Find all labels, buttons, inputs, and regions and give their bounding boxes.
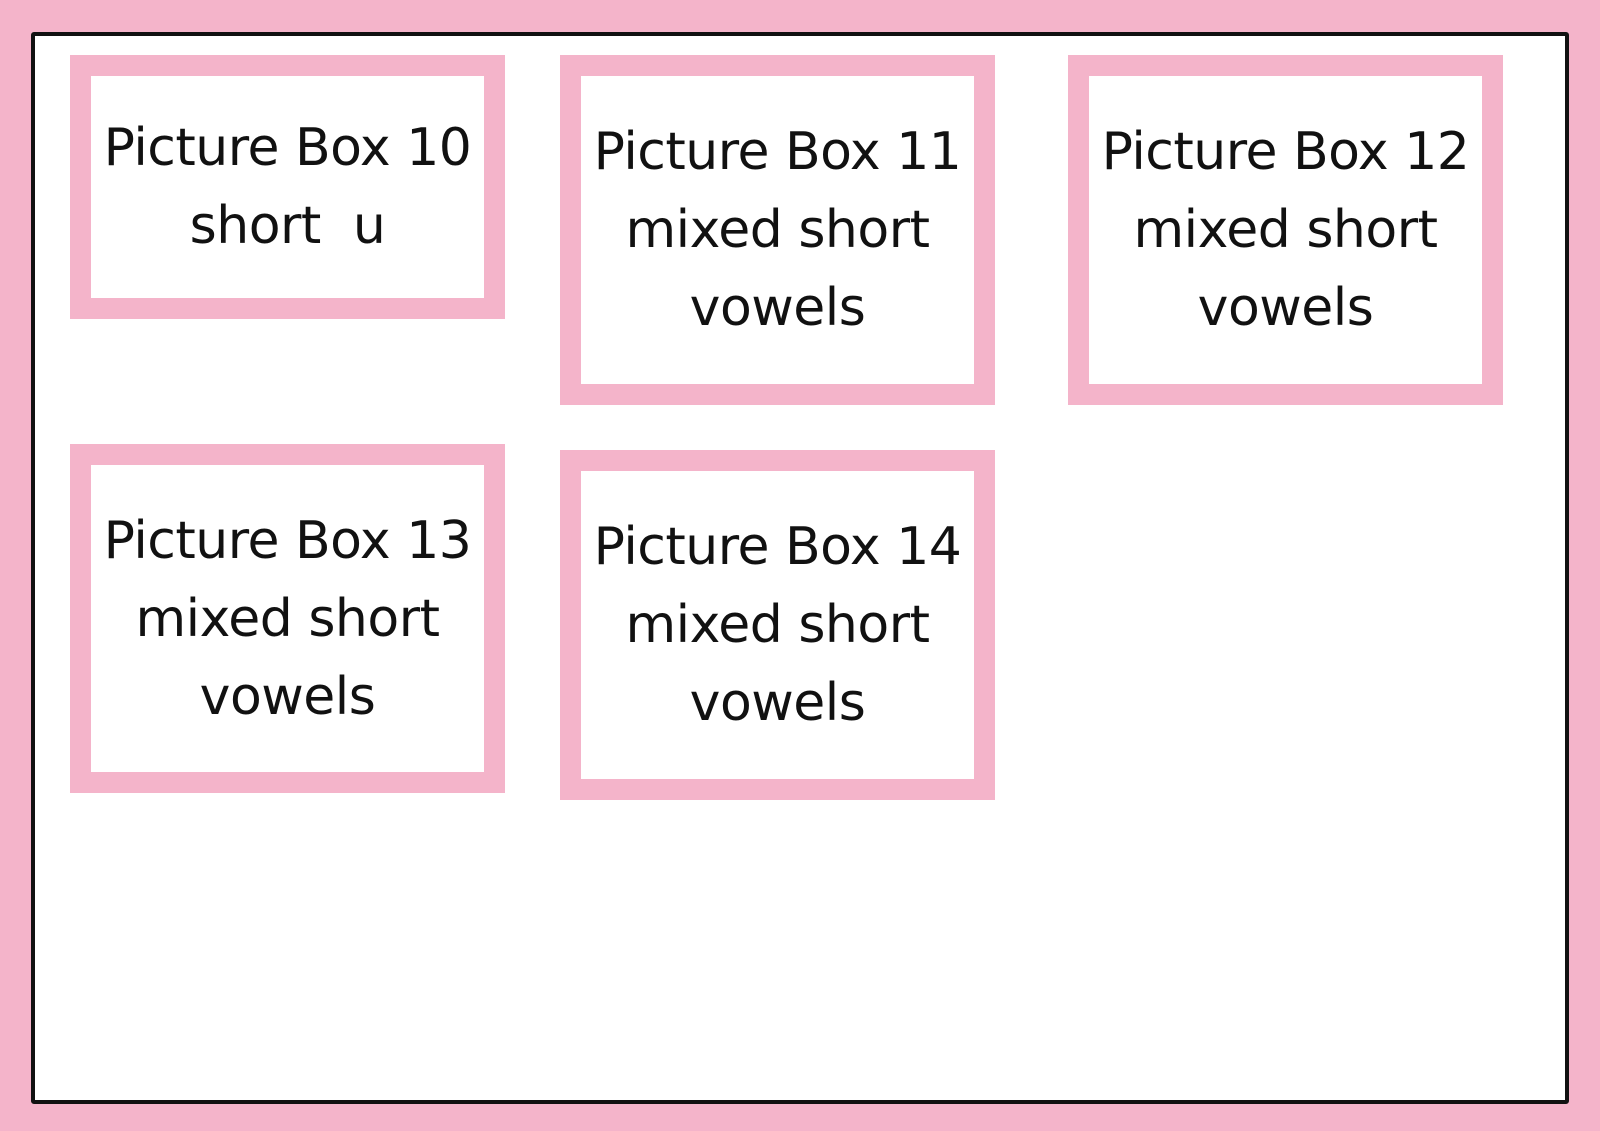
picture-box-14: Picture Box 14 mixed short vowels	[560, 450, 995, 800]
box-subtitle-2: vowels	[199, 666, 376, 727]
box-title: Picture Box 13	[103, 510, 472, 571]
box-subtitle: mixed short	[1133, 200, 1438, 260]
box-title: Picture Box 11	[593, 122, 962, 182]
picture-box-10: Picture Box 10 short u	[70, 55, 505, 319]
box-subtitle: mixed short	[625, 595, 930, 655]
box-title: Picture Box 10	[103, 118, 472, 178]
picture-box-11: Picture Box 11 mixed short vowels	[560, 55, 995, 405]
box-title: Picture Box 12	[1101, 122, 1470, 182]
box-subtitle: mixed short	[135, 588, 440, 649]
box-subtitle-2: vowels	[689, 278, 866, 338]
box-subtitle: short u	[189, 196, 386, 256]
box-subtitle: mixed short	[625, 200, 930, 260]
picture-box-13: Picture Box 13 mixed short vowels	[70, 444, 505, 793]
box-subtitle-2: vowels	[689, 673, 866, 733]
box-subtitle-2: vowels	[1197, 278, 1374, 338]
picture-box-12: Picture Box 12 mixed short vowels	[1068, 55, 1503, 405]
box-title: Picture Box 14	[593, 517, 962, 577]
